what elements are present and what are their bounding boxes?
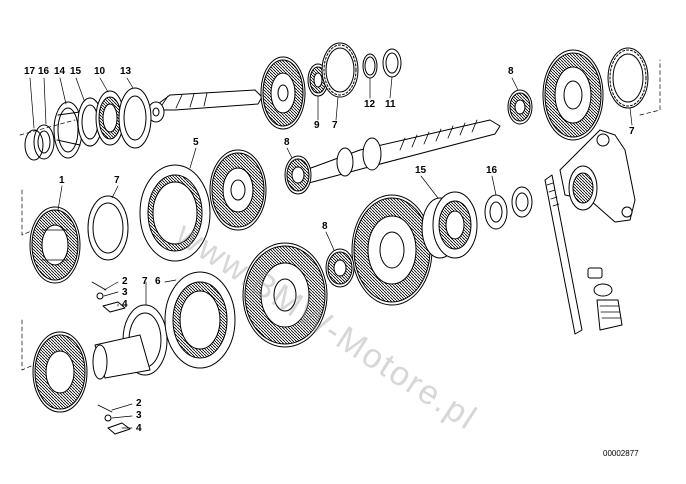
callout-7: 7 — [332, 120, 338, 131]
circlip-11 — [382, 48, 402, 78]
detent-parts-lower — [97, 404, 131, 435]
callout-8: 8 — [508, 66, 514, 77]
input-shaft — [147, 89, 263, 123]
callout-17: 17 — [24, 66, 36, 77]
needle-bearing-8-mid — [284, 155, 312, 195]
gear-top-right — [542, 49, 604, 141]
callout-4: 4 — [136, 423, 142, 434]
circlip-17 — [24, 129, 44, 161]
callout-10: 10 — [94, 66, 106, 77]
callout-6: 6 — [155, 276, 161, 287]
callout-5: 5 — [193, 137, 199, 148]
callout-4: 4 — [122, 299, 128, 310]
circlip-12 — [362, 53, 378, 79]
callout-3: 3 — [136, 410, 142, 421]
gear-bottom-left — [32, 331, 88, 413]
callout-15: 15 — [415, 165, 427, 176]
input-gear — [260, 56, 306, 130]
hub-sleeve-6 — [164, 271, 236, 369]
gear-mid-upper — [209, 149, 267, 231]
leader-lines — [29, 76, 633, 429]
callout-8: 8 — [284, 137, 290, 148]
callout-12: 12 — [364, 99, 376, 110]
sleeve-bottom — [92, 334, 151, 380]
callout-1: 1 — [59, 175, 65, 186]
gear-mid-lower — [242, 242, 328, 348]
callout-13: 13 — [120, 66, 132, 77]
callout-9: 9 — [314, 120, 320, 131]
oil-seal — [511, 186, 533, 218]
callout-16: 16 — [486, 165, 498, 176]
gear-1 — [29, 206, 81, 284]
ball-bearing-10 — [95, 90, 125, 146]
callout-2: 2 — [122, 276, 128, 287]
synchro-ring-7-right — [607, 47, 649, 109]
callout-15: 15 — [70, 66, 82, 77]
output-flange — [559, 129, 636, 223]
spring-plate-14 — [53, 101, 83, 159]
callout-7: 7 — [114, 175, 120, 186]
needle-bearing-8-top — [507, 89, 533, 125]
callout-3: 3 — [122, 287, 128, 298]
synchro-ring-7-top — [321, 42, 359, 98]
callout-8: 8 — [322, 221, 328, 232]
callout-11: 11 — [385, 99, 396, 110]
sliding-sleeve-5 — [139, 164, 211, 262]
callout-7: 7 — [629, 126, 635, 137]
main-shaft — [299, 119, 501, 185]
callout-14: 14 — [54, 66, 66, 77]
synchro-ring-7-mid — [87, 195, 129, 261]
callout-2: 2 — [136, 398, 142, 409]
ring-13 — [118, 87, 152, 149]
detent-parts-upper — [91, 281, 126, 313]
speedo-drive — [544, 174, 623, 335]
needle-bearing-8-low — [325, 248, 355, 288]
ball-bearing-15 — [421, 191, 478, 259]
callout-7: 7 — [142, 276, 148, 287]
washer-16-mid — [484, 194, 508, 230]
large-gear-mid — [351, 194, 433, 306]
document-number: 00002877 — [603, 449, 639, 458]
washer-16 — [33, 124, 55, 160]
callout-16: 16 — [38, 66, 50, 77]
